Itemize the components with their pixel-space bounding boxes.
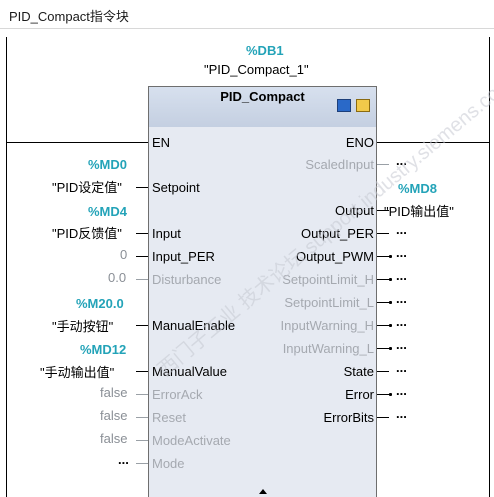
pin-setpoint[interactable]: Setpoint <box>152 180 200 195</box>
pin-en[interactable]: EN <box>152 135 171 150</box>
pin-manual-enable[interactable]: ManualEnable <box>152 318 236 333</box>
setpoint-limit-l-wire <box>377 302 389 303</box>
pid-compact-block[interactable] <box>148 86 377 497</box>
disturbance-value[interactable]: 0.0 <box>108 270 127 285</box>
editor-title: PID_Compact指令块 <box>9 9 129 24</box>
manual-value-wire <box>136 371 148 372</box>
manual-enable-wire <box>136 325 148 326</box>
state-wire <box>377 371 389 372</box>
left-power-rail <box>6 37 7 497</box>
error-bits-wire <box>377 417 389 418</box>
pin-setpoint-limit-h[interactable]: SetpointLimit_H <box>282 272 374 287</box>
error-value[interactable]: ... <box>396 383 407 398</box>
help-icon[interactable] <box>356 99 370 112</box>
input-wire <box>136 233 148 234</box>
output-per-wire <box>377 233 389 234</box>
error-bits-value[interactable]: ... <box>396 406 407 421</box>
collapse-arrow-icon[interactable] <box>259 489 267 494</box>
setpoint-limit-h-value[interactable]: ... <box>396 268 407 283</box>
output-pwm-value[interactable]: ... <box>396 245 407 260</box>
block-title: PID_Compact <box>220 89 305 104</box>
output-address[interactable]: %MD8 <box>398 181 438 196</box>
scaled-input-wire <box>377 164 389 165</box>
setpoint-address[interactable]: %MD0 <box>88 157 128 172</box>
setpoint-limit-l-value[interactable]: ... <box>396 291 407 306</box>
setpoint-symbol[interactable]: "PID设定值" <box>52 180 122 195</box>
manual-enable-symbol[interactable]: "手动按钮" <box>52 319 114 334</box>
instance-db-address[interactable]: %DB1 <box>246 43 284 58</box>
mode-activate-wire <box>136 440 148 441</box>
pin-input-warning-l[interactable]: InputWarning_L <box>282 341 374 356</box>
setpoint-limit-h-dot <box>389 278 392 281</box>
manual-value-address[interactable]: %MD12 <box>80 342 127 357</box>
pin-reset[interactable]: Reset <box>152 410 186 425</box>
output-per-value[interactable]: ... <box>396 222 407 237</box>
input-warning-h-wire <box>377 325 389 326</box>
input-per-wire <box>136 256 148 257</box>
pin-input-per[interactable]: Input_PER <box>152 249 215 264</box>
input-symbol[interactable]: "PID反馈值" <box>52 226 122 241</box>
pin-setpoint-limit-l[interactable]: SetpointLimit_L <box>284 295 374 310</box>
error-dot <box>389 393 392 396</box>
mode-value[interactable]: ... <box>118 452 129 467</box>
pin-eno[interactable]: ENO <box>345 135 374 150</box>
output-symbol[interactable]: "PID输出值" <box>384 204 454 219</box>
input-warning-l-dot <box>389 347 392 350</box>
output-pwm-dot <box>389 255 392 258</box>
pin-output[interactable]: Output <box>334 203 374 218</box>
error-wire <box>377 394 389 395</box>
error-ack-wire <box>136 394 148 395</box>
pin-input[interactable]: Input <box>152 226 181 241</box>
mode-wire <box>136 463 148 464</box>
setpoint-limit-h-wire <box>377 279 389 280</box>
setpoint-limit-l-dot <box>389 301 392 304</box>
output-pwm-wire <box>377 256 389 257</box>
output-wire <box>377 210 389 211</box>
input-warning-l-wire <box>377 348 389 349</box>
input-per-value[interactable]: 0 <box>120 247 128 262</box>
reset-value[interactable]: false <box>100 408 128 423</box>
instance-db-name[interactable]: "PID_Compact_1" <box>204 62 309 77</box>
input-address[interactable]: %MD4 <box>88 204 128 219</box>
state-value[interactable]: ... <box>396 360 407 375</box>
pin-mode[interactable]: Mode <box>152 456 185 471</box>
pin-output-pwm[interactable]: Output_PWM <box>295 249 374 264</box>
db-icon[interactable] <box>337 99 351 112</box>
pin-disturbance[interactable]: Disturbance <box>152 272 222 287</box>
pin-mode-activate[interactable]: ModeActivate <box>152 433 231 448</box>
pin-state[interactable]: State <box>343 364 374 379</box>
disturbance-wire <box>136 279 148 280</box>
setpoint-wire <box>136 187 148 188</box>
input-warning-l-value[interactable]: ... <box>396 337 407 352</box>
manual-enable-address[interactable]: %M20.0 <box>76 296 124 311</box>
pin-error-bits[interactable]: ErrorBits <box>323 410 374 425</box>
scaled-input-value[interactable]: ... <box>396 153 407 168</box>
input-warning-h-value[interactable]: ... <box>396 314 407 329</box>
en-wire <box>6 142 148 143</box>
pin-output-per[interactable]: Output_PER <box>301 226 374 241</box>
error-ack-value[interactable]: false <box>100 385 128 400</box>
reset-wire <box>136 417 148 418</box>
pin-error[interactable]: Error <box>345 387 374 402</box>
pin-scaled-input[interactable]: ScaledInput <box>305 157 374 172</box>
input-warning-h-dot <box>389 324 392 327</box>
mode-activate-value[interactable]: false <box>100 431 128 446</box>
manual-value-symbol[interactable]: "手动输出值" <box>40 365 115 380</box>
editor-title-bar <box>0 0 494 29</box>
pin-error-ack[interactable]: ErrorAck <box>152 387 203 402</box>
pin-input-warning-h[interactable]: InputWarning_H <box>280 318 374 333</box>
right-power-rail <box>489 37 490 497</box>
pin-manual-value[interactable]: ManualValue <box>152 364 227 379</box>
eno-wire <box>377 142 489 143</box>
